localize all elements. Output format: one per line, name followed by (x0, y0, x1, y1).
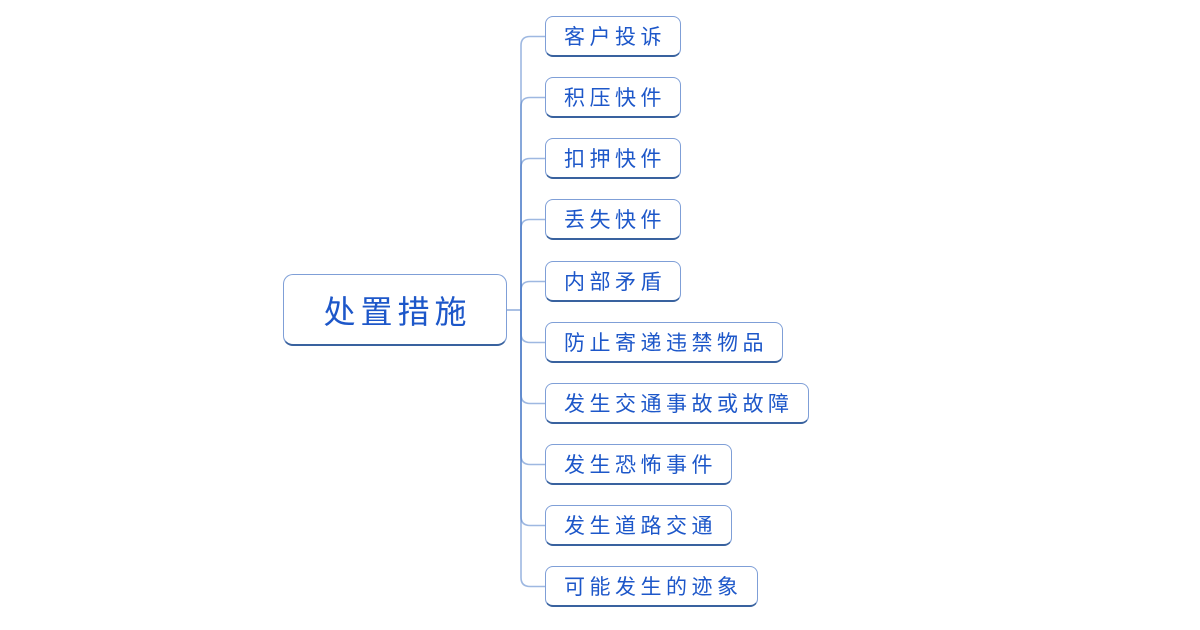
branch-connector-line (520, 96, 546, 310)
child-topic-node[interactable]: 防止寄递违禁物品 (545, 322, 783, 363)
branch-connector-line (520, 310, 546, 466)
child-topic-node[interactable]: 发生恐怖事件 (545, 444, 732, 485)
child-topic-node[interactable]: 内部矛盾 (545, 261, 681, 302)
branch-connector-line (520, 310, 546, 405)
child-topic-node[interactable]: 积压快件 (545, 77, 681, 118)
child-topic-node[interactable]: 发生交通事故或故障 (545, 383, 809, 424)
child-topic-node[interactable]: 客户投诉 (545, 16, 681, 57)
branch-connector-line (520, 310, 546, 527)
branch-connector-line (520, 310, 546, 588)
branch-connector-line (520, 280, 546, 310)
root-topic-node[interactable]: 处置措施 (283, 274, 507, 346)
child-topic-node[interactable]: 可能发生的迹象 (545, 566, 758, 607)
child-topic-node[interactable]: 丢失快件 (545, 199, 681, 240)
branch-connector-line (520, 35, 546, 310)
child-topic-node[interactable]: 扣押快件 (545, 138, 681, 179)
branch-connector-line (520, 157, 546, 310)
child-topic-node[interactable]: 发生道路交通 (545, 505, 732, 546)
branch-connector-line (520, 310, 546, 344)
branch-connector-line (520, 218, 546, 310)
